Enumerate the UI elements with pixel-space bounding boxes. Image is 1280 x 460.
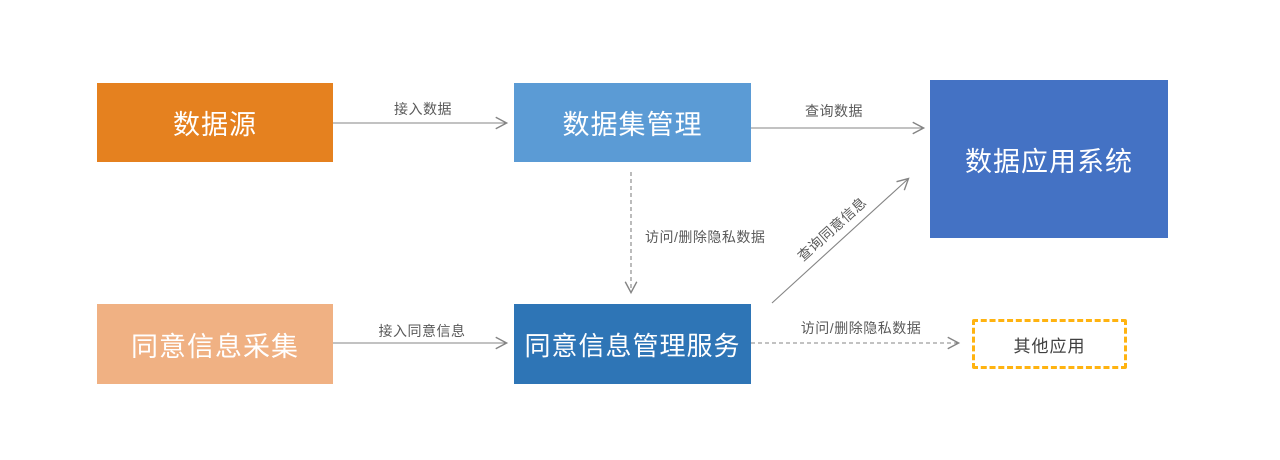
edge-label-access-delete-private-horizontal: 访问/删除隐私数据 <box>800 320 922 336</box>
node-data-application-system: 数据应用系统 <box>930 80 1168 238</box>
node-consent-management-service: 同意信息管理服务 <box>514 304 751 384</box>
edge-label-access-data: 接入数据 <box>394 101 452 117</box>
connector-query-consent <box>771 177 910 304</box>
node-consent-collection: 同意信息采集 <box>97 304 333 384</box>
node-other-applications: 其他应用 <box>972 319 1127 369</box>
node-dataset-management: 数据集管理 <box>514 83 751 162</box>
node-data-source: 数据源 <box>97 83 333 162</box>
edge-label-access-delete-private-vertical: 访问/删除隐私数据 <box>645 229 766 245</box>
edge-label-query-data: 查询数据 <box>805 103 863 119</box>
edge-label-access-consent: 接入同意信息 <box>378 323 466 339</box>
